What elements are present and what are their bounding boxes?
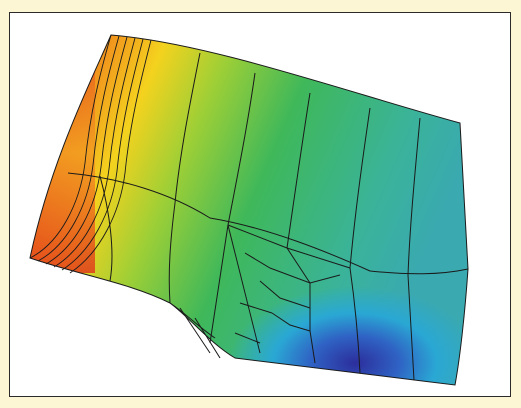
mesh-grid-lines <box>29 34 469 386</box>
figure-panel <box>9 12 511 397</box>
deformed-mesh-contour-plot <box>29 34 469 386</box>
cool-region <box>190 213 468 385</box>
left-face-layers <box>29 34 152 274</box>
